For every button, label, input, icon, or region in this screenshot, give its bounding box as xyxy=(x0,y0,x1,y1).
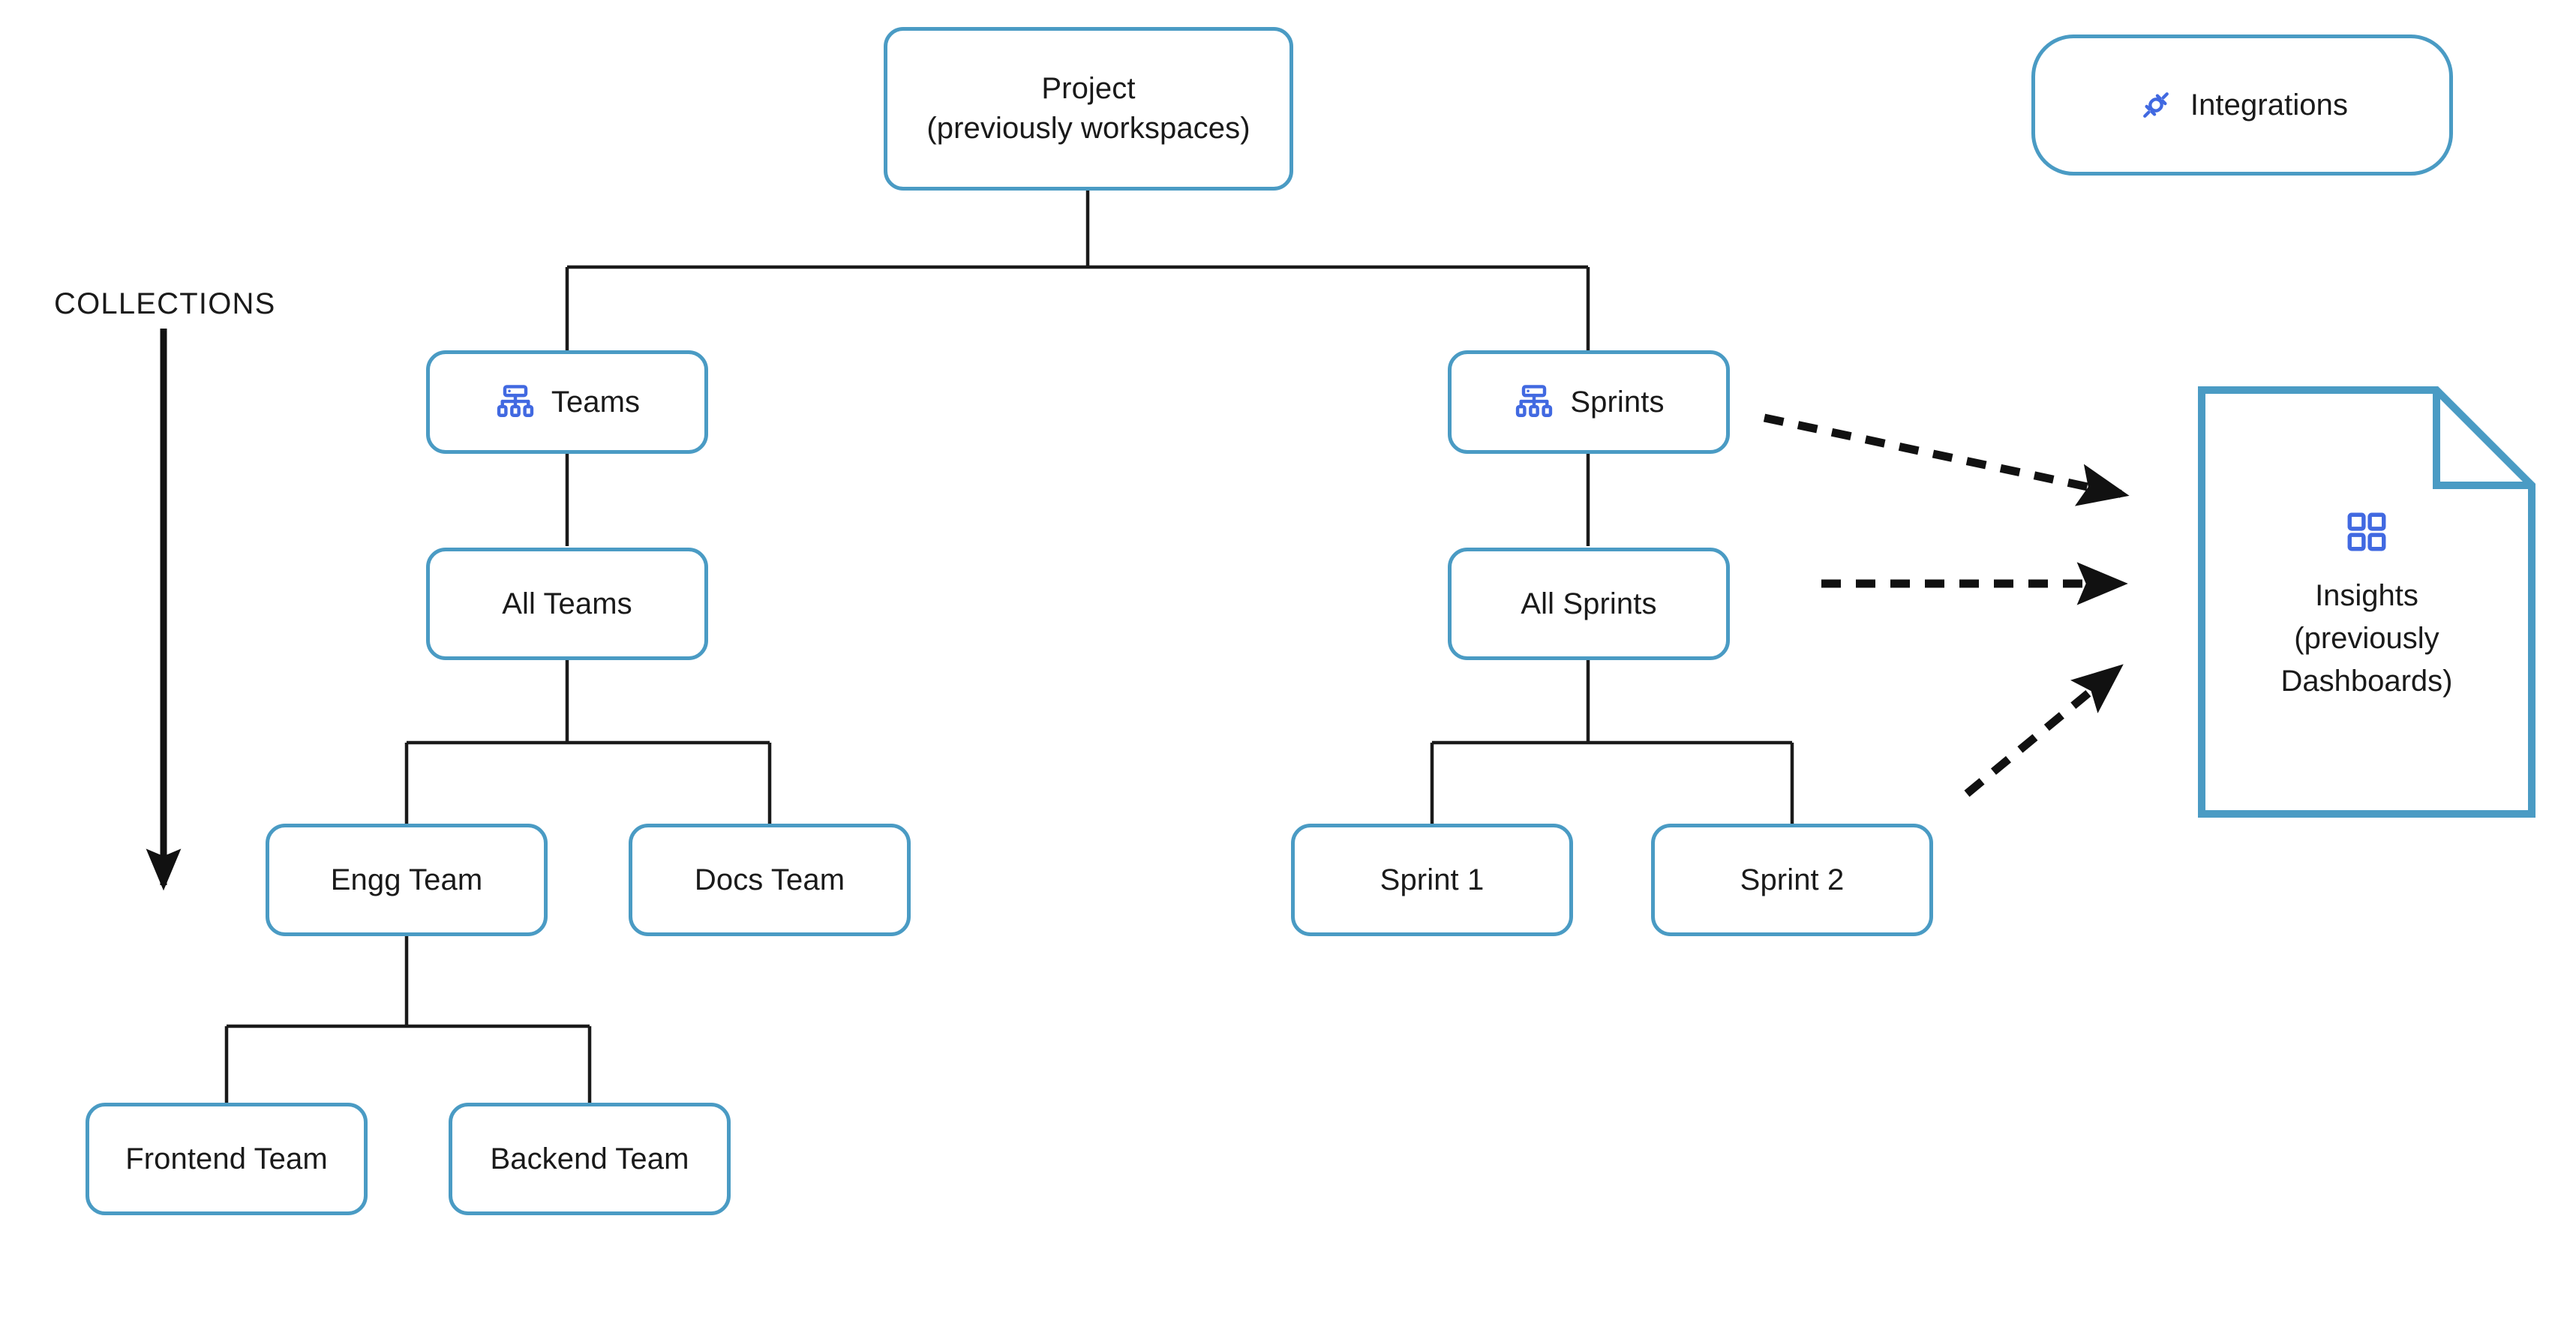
node-backend-team[interactable]: Backend Team xyxy=(449,1103,731,1215)
edge-sprintrow-insights xyxy=(1964,664,2124,797)
node-insights[interactable]: Insights (previously Dashboards) xyxy=(2198,386,2535,818)
edge-sprints-insights xyxy=(1763,413,2130,506)
dashboard-grid-icon xyxy=(2343,509,2390,555)
node-all-sprints-label: All Sprints xyxy=(1521,587,1657,620)
document-outline xyxy=(2198,386,2535,818)
node-sprint-2-label: Sprint 2 xyxy=(1740,863,1845,896)
node-frontend-team-label: Frontend Team xyxy=(125,1142,328,1175)
node-all-sprints[interactable]: All Sprints xyxy=(1448,548,1730,660)
node-frontend-team[interactable]: Frontend Team xyxy=(86,1103,368,1215)
node-sprint-2[interactable]: Sprint 2 xyxy=(1651,824,1933,936)
node-docs-team-label: Docs Team xyxy=(694,863,845,896)
node-engg-team[interactable]: Engg Team xyxy=(266,824,548,936)
node-docs-team[interactable]: Docs Team xyxy=(629,824,911,936)
node-sprint-1-label: Sprint 1 xyxy=(1380,863,1485,896)
node-all-teams-label: All Teams xyxy=(502,587,632,620)
node-teams-label: Teams xyxy=(551,385,641,419)
plug-connector-icon xyxy=(2136,86,2175,125)
node-teams[interactable]: Teams xyxy=(426,350,708,454)
hierarchy-icon xyxy=(1513,381,1555,423)
node-all-teams[interactable]: All Teams xyxy=(426,548,708,660)
node-backend-team-label: Backend Team xyxy=(490,1142,689,1175)
node-sprint-1[interactable]: Sprint 1 xyxy=(1291,824,1573,936)
node-engg-team-label: Engg Team xyxy=(330,863,483,896)
node-integrations[interactable]: Integrations xyxy=(2031,35,2453,176)
collections-label: COLLECTIONS xyxy=(54,287,276,320)
node-sprints-label: Sprints xyxy=(1570,385,1665,419)
node-project-label: Project (previously workspaces) xyxy=(926,72,1250,145)
node-project[interactable]: Project (previously workspaces) xyxy=(884,27,1293,191)
hierarchy-icon xyxy=(494,381,536,423)
node-insights-label: Insights (previously Dashboards) xyxy=(2280,579,2453,698)
node-integrations-label: Integrations xyxy=(2190,88,2349,122)
node-sprints[interactable]: Sprints xyxy=(1448,350,1730,454)
